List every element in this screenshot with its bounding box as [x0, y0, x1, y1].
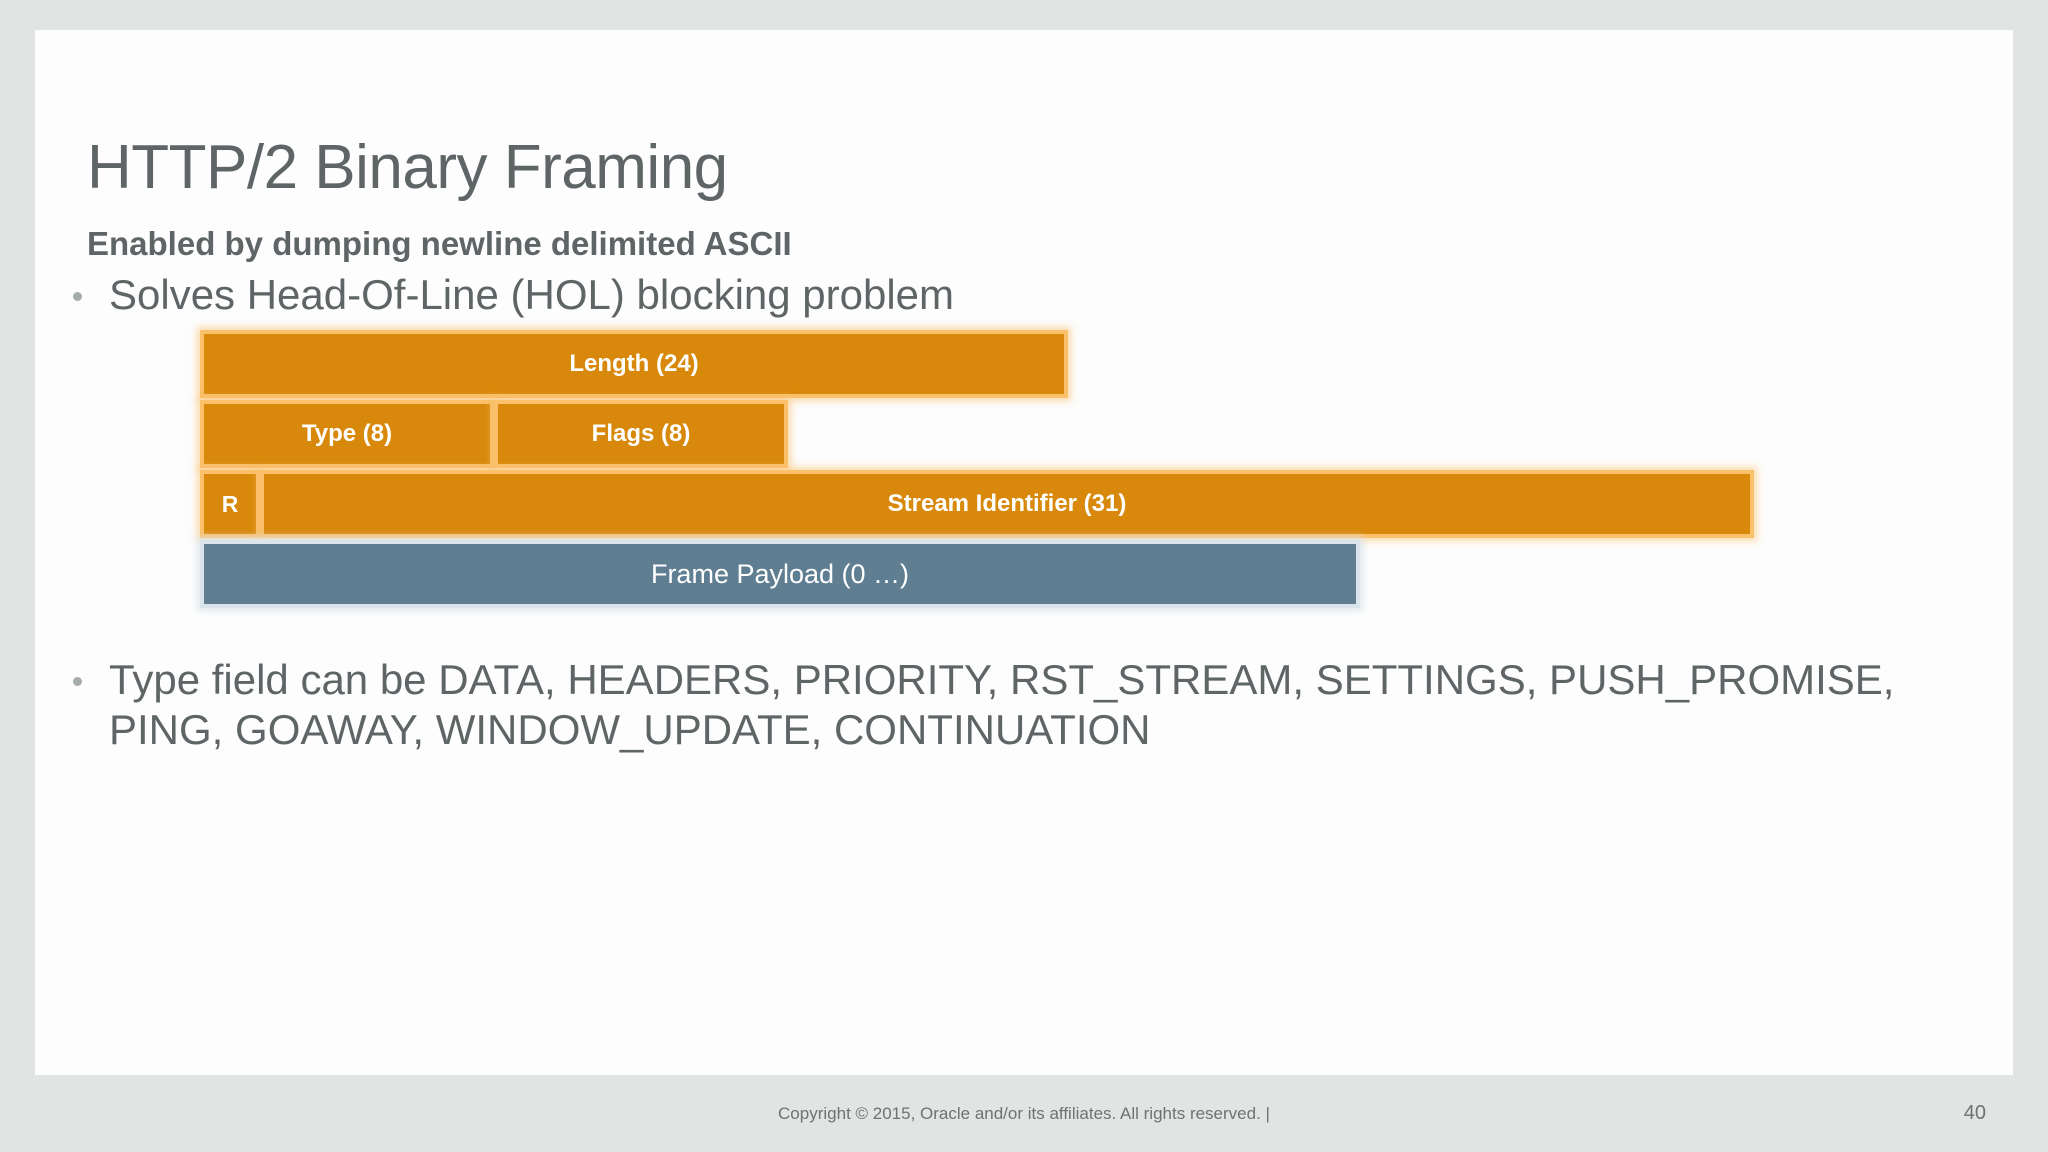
- frame-field-type: Type (8): [200, 400, 494, 468]
- frame-field-stream-identifier: Stream Identifier (31): [260, 470, 1754, 538]
- slide-canvas: HTTP/2 Binary Framing Enabled by dumping…: [35, 30, 2013, 1075]
- frame-row-payload: Frame Payload (0 …): [200, 540, 1360, 608]
- footer-copyright: Copyright © 2015, Oracle and/or its affi…: [778, 1104, 1270, 1123]
- frame-field-reserved: R: [200, 470, 260, 538]
- bullet-item-2: Type field can be DATA, HEADERS, PRIORIT…: [73, 655, 1953, 754]
- page-number: 40: [1963, 1102, 1986, 1124]
- bullet-item-1: Solves Head-Of-Line (HOL) blocking probl…: [73, 270, 1933, 320]
- frame-row-stream-identifier: R Stream Identifier (31): [200, 470, 1754, 538]
- http2-frame-diagram: Length (24) Type (8) Flags (8) R Stream …: [200, 330, 1900, 610]
- bullet-dot-icon: [73, 676, 82, 686]
- frame-row-length: Length (24): [200, 330, 1068, 398]
- frame-field-flags: Flags (8): [494, 400, 788, 468]
- bullet-text-1: Solves Head-Of-Line (HOL) blocking probl…: [109, 271, 955, 318]
- frame-field-length: Length (24): [200, 330, 1068, 398]
- frame-field-payload: Frame Payload (0 …): [200, 540, 1360, 608]
- bullet-text-2: Type field can be DATA, HEADERS, PRIORIT…: [109, 656, 1895, 753]
- page-subtitle: Enabled by dumping newline delimited ASC…: [87, 225, 792, 262]
- page-title: HTTP/2 Binary Framing: [87, 133, 728, 202]
- frame-row-type-flags: Type (8) Flags (8): [200, 400, 788, 468]
- bullet-dot-icon: [73, 291, 82, 301]
